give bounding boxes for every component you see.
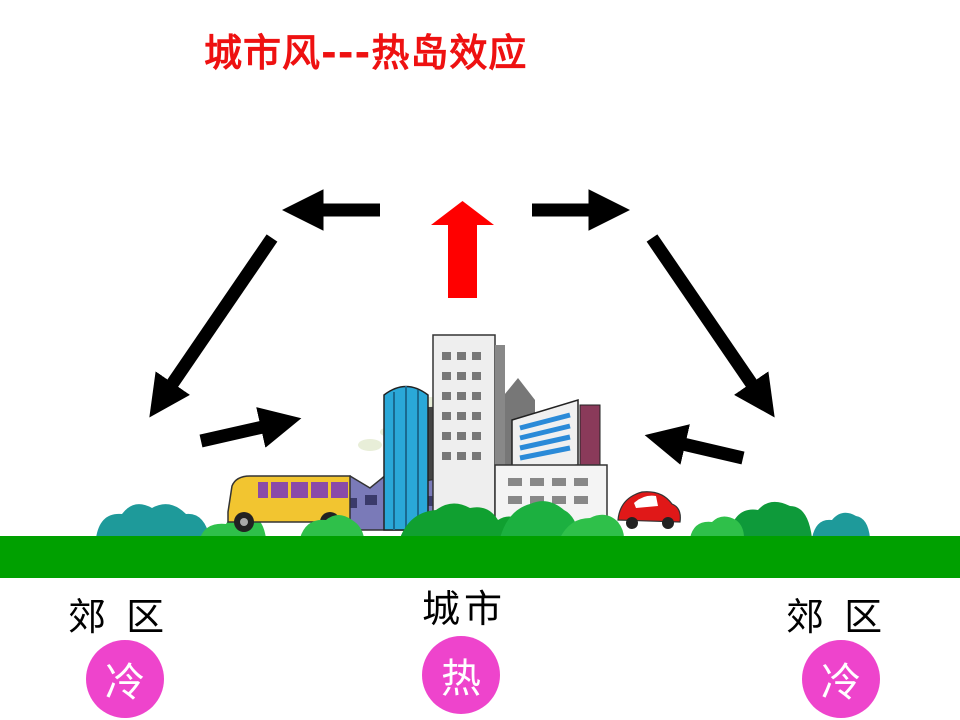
right-inflow-arrow (644, 424, 745, 465)
car-illustration (617, 491, 681, 529)
ground-strip (0, 536, 960, 578)
left-area-label: 郊 区 (68, 595, 169, 639)
left-temp-badge: 冷 (86, 640, 164, 718)
right-area-label: 郊 区 (786, 595, 887, 639)
airflow-arrows (149, 189, 775, 465)
right-down-arrow (646, 234, 775, 418)
center-temp-badge: 热 (422, 636, 500, 714)
diagram-title: 城市风---热岛效应 (204, 31, 528, 75)
right-temp-badge: 冷 (802, 640, 880, 718)
front-bushes (300, 501, 624, 538)
center-area-label: 城市 (422, 587, 507, 631)
city-buildings (383, 334, 608, 531)
left-inflow-arrow (199, 407, 302, 448)
bus-illustration (227, 475, 351, 532)
rising-air-arrow (431, 201, 494, 298)
left-down-arrow (149, 234, 278, 418)
